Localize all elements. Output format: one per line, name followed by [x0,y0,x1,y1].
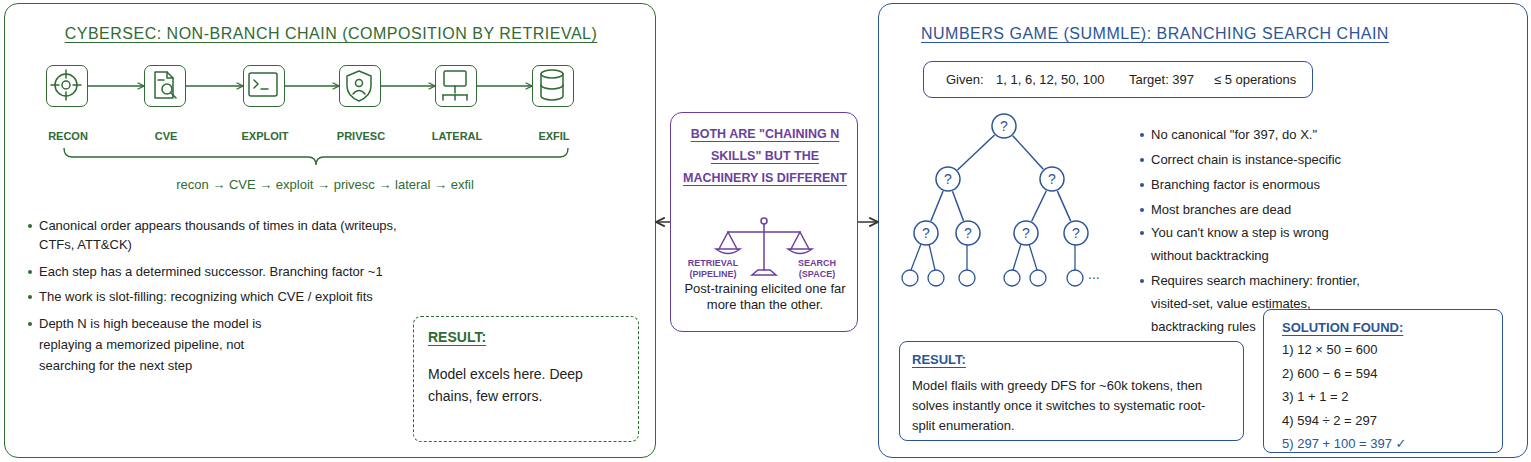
connector [656,221,670,223]
bullet-dot [1140,183,1144,187]
icon-box: CVE [144,65,186,107]
result-text: Model excels here. Deep chains, few erro… [428,363,603,407]
connector [858,221,878,223]
bullet-text: Branching factor is enormous [1151,173,1366,196]
solution-step: 1) 12 × 50 = 600 [1282,342,1377,358]
connector [1032,191,1047,222]
tree-node: ? [1013,220,1039,246]
bullet-dot [28,322,32,326]
bullet-dot [28,224,32,228]
network-icon [443,71,467,100]
unknown-mark: ? [1063,224,1089,242]
icon-box: RECON [46,65,88,107]
tree-node: ? [1039,166,1065,192]
step-label: EXPLOIT [214,130,316,144]
result-box: RESULT: Model excels here. Deep chains, f… [413,316,639,442]
panel-heading: NUMBERS GAME (SUMMLE): BRANCHING SEARCH … [921,24,1389,44]
connector [1057,191,1070,221]
bracket [64,148,568,165]
bullet-text: Depth N is high beceause the model is re… [39,313,304,376]
bullet-text: Most branches are dead [1151,198,1366,221]
bullet-text: Correct chain is instance-specific [1151,148,1366,171]
solution-step: 4) 594 ÷ 2 = 297 [1282,413,1377,429]
tree-node: ? [1063,220,1089,246]
tree-node: ? [913,220,939,246]
bullet-text: The work is slot-filling: recognizing wh… [39,287,459,306]
unknown-mark: ? [955,224,981,242]
solution-heading: SOLUTION FOUND: [1282,320,1403,336]
given-box: Given: 1, 1, 6, 12, 50, 100 Target: 397 ≤ 5… [923,61,1313,98]
bullet-text: Canonical order appears thousands of tim… [39,216,399,254]
operation-limit: ≤ 5 operations [1214,72,1296,88]
bullet-text: No canonical "for 397, do X." [1151,123,1366,146]
bullet-dot [28,270,32,274]
unknown-mark: ? [991,117,1017,135]
step-label: PRIVESC [310,130,412,144]
result-text: Model flails with greedy DFS for ~60k to… [912,376,1212,436]
connector [186,85,243,87]
bullet-dot [1140,279,1144,283]
connector [953,191,964,221]
step-label: RECON [17,130,119,144]
shield-icon [347,71,371,101]
result-heading: RESULT: [912,352,966,368]
result-heading: RESULT: [428,329,486,347]
connector [381,85,435,87]
comparison-heading: BOTH ARE "CHAINING N SKILLS" BUT THE MAC… [681,123,849,189]
unknown-mark: ? [1013,224,1039,242]
document-icon [155,72,176,98]
terminal-icon [249,73,277,96]
balance-scale [716,218,812,275]
given-label: Given: [946,72,984,88]
panel: CYBERSEC: NON-BRANCH CHAIN (COMPOSITION … [4,3,656,458]
connector [285,85,339,87]
comparison-note: Post-training elicited one far more than… [683,281,847,313]
icon-box: EXFIL [532,65,574,107]
step-label: CVE [115,130,217,144]
solution-box: SOLUTION FOUND: 1) 12 × 50 = 600 2) 600 − … [1263,309,1503,453]
solution-step: 2) 600 − 6 = 594 [1282,366,1377,382]
crosshair-icon [51,70,81,100]
tree-node: ? [955,220,981,246]
bullet-dot [1140,231,1144,235]
bullet-dot [1140,133,1144,137]
result-box: RESULT: Model flails with greedy DFS for … [899,341,1244,441]
database-icon [541,70,563,100]
bullet-text: You can't know a step is wrong without b… [1151,221,1366,267]
bullet-dot [28,295,32,299]
target-value: Target: 397 [1129,72,1194,88]
connector [477,85,532,87]
pipeline-sequence: recon → CVE → exploit → privesc → latera… [65,177,585,193]
panel-heading: CYBERSEC: NON-BRANCH CHAIN (COMPOSITION … [5,24,657,44]
icon-box: EXPLOIT [243,65,285,107]
scale-label: SEARCH (SPACE) [781,258,853,280]
solution-step: 3) 1 + 1 = 2 [1282,389,1349,405]
bullet-dot [1140,158,1144,162]
step-label: LATERAL [406,130,508,144]
connector [1013,136,1044,170]
unknown-mark: ? [1039,170,1065,188]
step-label: EXFIL [503,130,605,144]
tree-node: ? [991,113,1017,139]
ellipsis-label: ... [1088,266,1100,282]
unknown-mark: ? [913,224,939,242]
bullet-text: Each step has a determined successor. Br… [39,262,459,281]
panel: NUMBERS GAME (SUMMLE): BRANCHING SEARCH … [878,3,1528,458]
connector [931,191,943,221]
icon-box: PRIVESC [339,65,381,107]
bullet-dot [1140,208,1144,212]
tree-node: ? [935,166,961,192]
solution-step: 5) 297 + 100 = 397 ✓ [1282,436,1406,452]
comparison-box: BOTH ARE "CHAINING N SKILLS" BUT THE MAC… [670,112,858,332]
icon-box: LATERAL [435,65,477,107]
connector [88,85,144,87]
connector [957,135,994,170]
scale-label: RETRIEVAL (PIPELINE) [675,258,751,280]
given-numbers: 1, 1, 6, 12, 50, 100 [996,72,1104,88]
unknown-mark: ? [935,170,961,188]
tree-leaves [902,244,1083,286]
